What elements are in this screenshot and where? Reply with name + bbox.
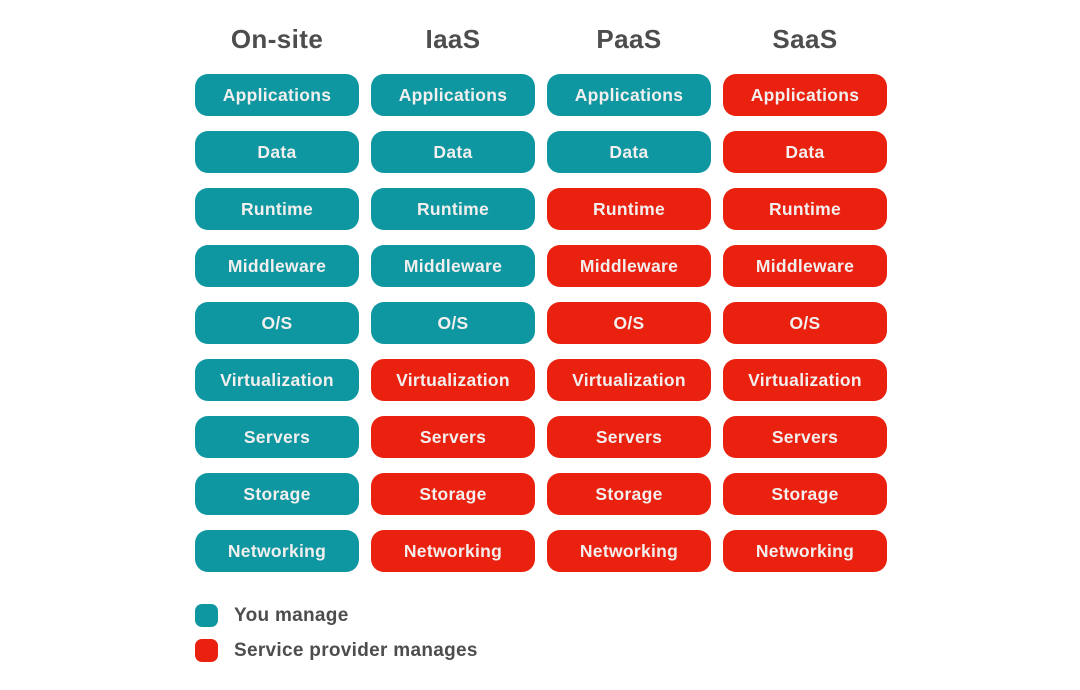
pill-saas-runtime: Runtime xyxy=(723,188,887,230)
pill-onsite-middleware: Middleware xyxy=(195,245,359,287)
provider-manages-swatch-icon xyxy=(195,639,218,662)
pill-onsite-runtime: Runtime xyxy=(195,188,359,230)
you-manage-swatch-icon xyxy=(195,604,218,627)
pill-onsite-servers: Servers xyxy=(195,416,359,458)
column-header-paas: PaaS xyxy=(596,24,662,54)
pill-saas-middleware: Middleware xyxy=(723,245,887,287)
pill-iaas-virtualization: Virtualization xyxy=(371,359,535,401)
pill-saas-data: Data xyxy=(723,131,887,173)
pill-saas-networking: Networking xyxy=(723,530,887,572)
pill-iaas-servers: Servers xyxy=(371,416,535,458)
pill-onsite-data: Data xyxy=(195,131,359,173)
pill-paas-storage: Storage xyxy=(547,473,711,515)
pill-iaas-storage: Storage xyxy=(371,473,535,515)
column-header-onsite: On-site xyxy=(230,24,324,54)
pill-paas-middleware: Middleware xyxy=(547,245,711,287)
pill-paas-runtime: Runtime xyxy=(547,188,711,230)
pill-saas-virtualization: Virtualization xyxy=(723,359,887,401)
pill-onsite-virtualization: Virtualization xyxy=(195,359,359,401)
pill-iaas-o-s: O/S xyxy=(371,302,535,344)
legend-label: You manage xyxy=(234,604,349,626)
pill-paas-networking: Networking xyxy=(547,530,711,572)
pill-onsite-applications: Applications xyxy=(195,74,359,116)
legend-item-provider-manages: Service provider manages xyxy=(195,639,478,662)
pill-paas-virtualization: Virtualization xyxy=(547,359,711,401)
column-header-saas: SaaS xyxy=(772,24,838,54)
pill-iaas-applications: Applications xyxy=(371,74,535,116)
pill-onsite-storage: Storage xyxy=(195,473,359,515)
pill-paas-data: Data xyxy=(547,131,711,173)
legend-item-you-manage: You manage xyxy=(195,604,478,627)
pill-onsite-networking: Networking xyxy=(195,530,359,572)
pill-paas-servers: Servers xyxy=(547,416,711,458)
pill-iaas-middleware: Middleware xyxy=(371,245,535,287)
pill-iaas-networking: Networking xyxy=(371,530,535,572)
pill-saas-o-s: O/S xyxy=(723,302,887,344)
legend-label: Service provider manages xyxy=(234,639,478,661)
column-headers: On-site IaaS PaaS SaaS xyxy=(195,24,887,55)
pill-iaas-data: Data xyxy=(371,131,535,173)
legend: You manage Service provider manages xyxy=(195,604,478,662)
pill-iaas-runtime: Runtime xyxy=(371,188,535,230)
pill-saas-applications: Applications xyxy=(723,74,887,116)
column-header-iaas: IaaS xyxy=(425,24,481,54)
pill-saas-storage: Storage xyxy=(723,473,887,515)
pill-paas-o-s: O/S xyxy=(547,302,711,344)
pill-onsite-o-s: O/S xyxy=(195,302,359,344)
pill-paas-applications: Applications xyxy=(547,74,711,116)
pill-saas-servers: Servers xyxy=(723,416,887,458)
